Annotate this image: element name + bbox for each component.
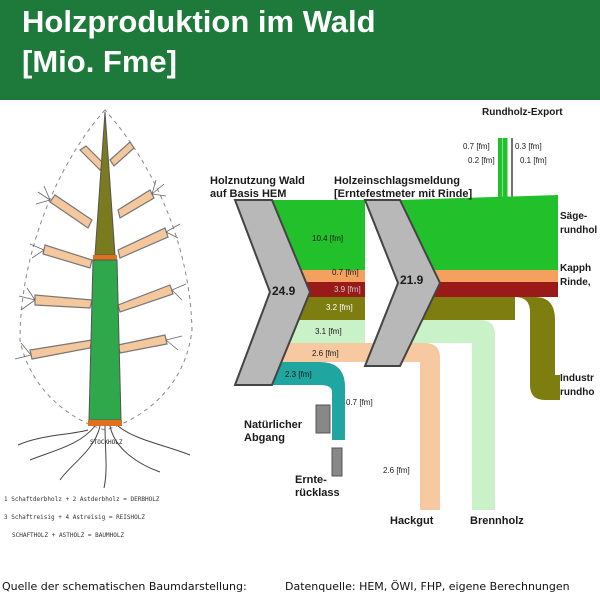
stockholz-label: STOCKHOLZ: [90, 439, 123, 446]
label-kapp: Kapph Rinde,: [560, 262, 591, 290]
total-hem: 24.9: [272, 284, 296, 298]
export-right-top: 0.3 [fm]: [515, 142, 542, 151]
twigs: [14, 179, 187, 360]
legend-row-3: SCHAFTHOLZ + ASTHOLZ = BAUMHOLZ: [12, 532, 124, 539]
label-industrie-line1: Industr: [560, 373, 594, 384]
legend-row2-b: Astreisig: [72, 514, 106, 521]
legend-row2-c: = REISHOLZ: [108, 514, 145, 521]
legend-row2-op: + 4: [58, 514, 70, 521]
label-ernteruecklass: Ernte- rücklass: [295, 474, 340, 500]
heading-einschlag-line1: Holzeinschlagsmeldung: [334, 175, 460, 187]
label-brennholz: Brennholz: [470, 515, 524, 527]
band-value-hackgut: 2.6 [fm]: [312, 349, 339, 358]
band-value-industrie: 3.2 [fm]: [326, 303, 353, 312]
band-hackgut-left: [270, 343, 365, 362]
footer-source-left: Quelle der schematischen Baumdarstellung…: [2, 580, 247, 593]
abgang-box: [315, 404, 331, 434]
tree-illustration: STOCKHOLZ: [0, 100, 212, 562]
header-banner: Holzproduktion im Wald [Mio. Fme]: [0, 0, 600, 100]
legend-row-2: 3 Schaftreisig + 4 Astreisig = REISHOLZ: [4, 514, 145, 521]
legend-row3-c: = BAUMHOLZ: [87, 532, 125, 539]
export-right-bot: 0.1 [fm]: [520, 156, 547, 165]
label-industrie-line2: rundho: [560, 387, 595, 398]
export-left-bot: 0.2 [fm]: [468, 156, 495, 165]
ernte-line1: Ernte-: [295, 474, 327, 486]
label-industrie: Industr rundho: [560, 372, 594, 400]
band-abgang-curve: [320, 362, 345, 440]
legend-row1-c: = DERBHOLZ: [123, 496, 160, 503]
ernte-line2: rücklass: [295, 487, 340, 499]
legend-row2-a: Schaftreisig: [11, 514, 55, 521]
label-saege: Säge- rundhol: [560, 210, 597, 238]
arrow-einschlag: [363, 199, 442, 367]
band-hackgut-right: [365, 343, 440, 510]
stump-marker: [88, 420, 122, 426]
label-natuerlicher-abgang: Natürlicher Abgang: [244, 419, 302, 445]
heading-hem-line1: Holznutzung Wald: [210, 175, 305, 187]
legend-num-3: 3: [4, 514, 8, 521]
band-saege-right: [400, 195, 558, 270]
arrow-hem: [233, 199, 312, 386]
title-line-1: Holzproduktion im Wald: [22, 4, 376, 39]
band-kapp-right: [400, 270, 558, 282]
band-value-rinde: 3.9 [fm]: [334, 285, 361, 294]
hackgut-value: 2.6 [fm]: [383, 466, 410, 475]
legend-row1-a: Schaftderbholz: [11, 496, 62, 503]
ruecklass-box: [331, 447, 343, 477]
label-kapp-line2: Rinde,: [560, 277, 591, 288]
band-value-brennholz: 3.1 [fm]: [315, 327, 342, 336]
stem-marker: [93, 255, 117, 260]
heading-einschlag: Holzeinschlagsmeldung [Erntefestmeter mi…: [334, 175, 472, 201]
page-title: Holzproduktion im Wald [Mio. Fme]: [22, 2, 376, 82]
legend-row3-b: ASTHOLZ: [59, 532, 85, 539]
footer: Quelle der schematischen Baumdarstellung…: [0, 578, 600, 600]
legend-row3-op: +: [51, 532, 56, 539]
footer-source-right: Datenquelle: HEM, ÖWI, FHP, eigene Berec…: [285, 580, 570, 593]
legend-row-1: 1 Schaftderbholz + 2 Astderbholz = DERBH…: [4, 496, 159, 503]
legend-num-1: 1: [4, 496, 8, 503]
label-kapp-line1: Kapph: [560, 263, 592, 274]
legend-row1-b: Astderbholz: [79, 496, 120, 503]
legend-row1-op: + 2: [65, 496, 77, 503]
export-label: Rundholz-Export: [482, 107, 563, 118]
natuerlicher-line2: Abgang: [244, 432, 285, 444]
branches: [29, 141, 174, 360]
band-value-saege: 10.4 [fm]: [312, 234, 344, 243]
heading-einschlag-line2: [Erntefestmeter mit Rinde]: [334, 188, 473, 200]
band-value-abgang: 2.3 [fm]: [285, 370, 312, 379]
flow-diagram: [233, 138, 560, 510]
legend-row3-a: SCHAFTHOLZ: [12, 532, 49, 539]
label-saege-line2: rundhol: [560, 225, 598, 236]
heading-hem-line2: auf Basis HEM: [210, 188, 287, 200]
heading-hem: Holznutzung Wald auf Basis HEM: [210, 175, 305, 201]
band-abgang-left: [270, 362, 320, 385]
tree-drawing: STOCKHOLZ: [14, 109, 193, 489]
natuerlicher-line1: Natürlicher: [244, 419, 303, 431]
label-hackgut: Hackgut: [390, 515, 434, 527]
title-line-2: [Mio. Fme]: [22, 44, 177, 79]
label-saege-line1: Säge-: [560, 211, 588, 222]
teal-value: 0.7 [fm]: [346, 398, 373, 407]
crown-outline: [19, 109, 193, 431]
export-left-top: 0.7 [fm]: [463, 142, 490, 151]
roots: [17, 425, 191, 489]
band-value-kapp: 0.7 [fm]: [332, 268, 359, 277]
total-einschlag: 21.9: [400, 273, 424, 287]
